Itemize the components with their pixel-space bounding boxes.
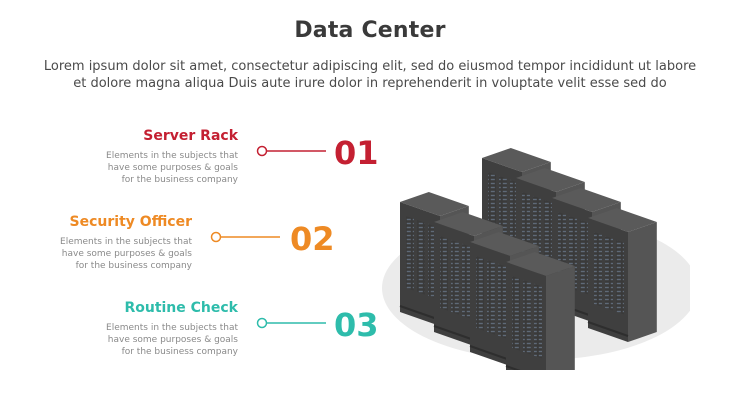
server-rack-icon — [587, 208, 657, 342]
step-number: 02 — [290, 220, 335, 258]
step-title: Routine Check — [124, 300, 238, 316]
step-title: Server Rack — [143, 128, 238, 144]
step-description-line: have some purposes & goals — [107, 163, 238, 173]
connector-line-icon — [256, 145, 326, 157]
step-description: Elements in the subjects that have some … — [22, 236, 192, 272]
subtitle-line-1: Lorem ipsum dolor sit amet, consectetur … — [43, 59, 697, 74]
page-subtitle: Lorem ipsum dolor sit amet, consectetur … — [20, 58, 720, 92]
subtitle-line-2: et dolore magna aliqua Duis aute irure d… — [73, 76, 667, 91]
step-item-1: Server Rack Elements in the subjects tha… — [0, 128, 400, 198]
server-rack-icon — [505, 252, 575, 370]
page-title: Data Center — [294, 18, 446, 43]
step-description-line: for the business company — [121, 175, 238, 185]
step-description-line: for the business company — [75, 261, 192, 271]
server-racks-illustration — [382, 148, 690, 370]
step-item-3: Routine Check Elements in the subjects t… — [0, 300, 400, 370]
connector-line-icon — [256, 317, 326, 329]
step-description-line: Elements in the subjects that — [106, 151, 238, 161]
step-item-2: Security Officer Elements in the subject… — [0, 214, 400, 284]
connector-line-icon — [210, 231, 280, 243]
step-description-line: have some purposes & goals — [107, 335, 238, 345]
step-description: Elements in the subjects that have some … — [68, 150, 238, 186]
step-number: 01 — [334, 134, 379, 172]
step-description-line: Elements in the subjects that — [106, 323, 238, 333]
step-number: 03 — [334, 306, 379, 344]
step-title: Security Officer — [69, 214, 192, 230]
rack-group — [399, 148, 657, 370]
step-description-line: have some purposes & goals — [61, 249, 192, 259]
step-description-line: Elements in the subjects that — [60, 237, 192, 247]
step-description-line: for the business company — [121, 347, 238, 357]
step-description: Elements in the subjects that have some … — [68, 322, 238, 358]
